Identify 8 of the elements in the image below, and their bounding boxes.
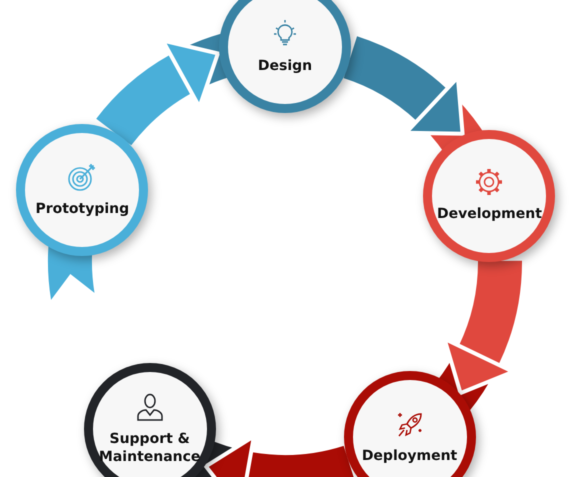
stage-label: Development [437, 205, 542, 224]
stage-circle [423, 130, 556, 262]
stage-label: Deployment [362, 447, 458, 466]
stage-label: Support & Maintenance [98, 430, 202, 466]
curved-arrow [342, 36, 466, 136]
stage-label: Prototyping [35, 200, 130, 218]
stage-label: Design [258, 56, 312, 76]
stage-circle [219, 0, 351, 113]
